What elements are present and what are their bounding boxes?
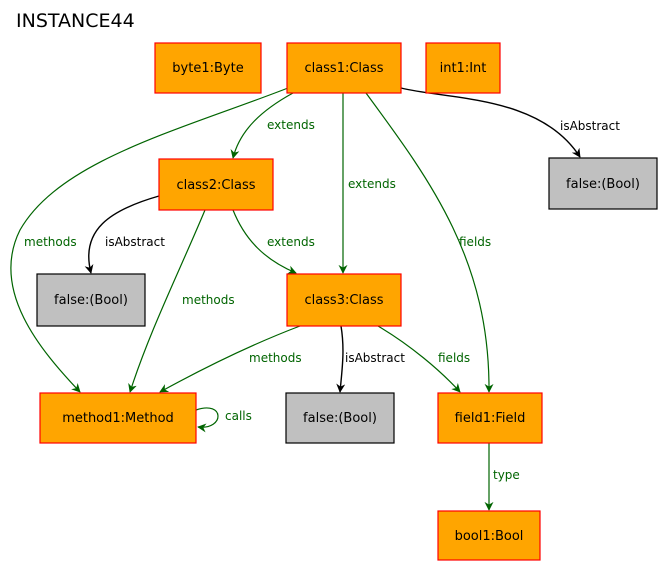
edge-class1-false1-isabstract: isAbstract bbox=[400, 87, 620, 158]
node-label: bool1:Bool bbox=[455, 529, 524, 544]
edge-label: extends bbox=[348, 177, 396, 191]
edge-label: methods bbox=[249, 351, 302, 365]
edge-class1-class3-extends: extends bbox=[338, 93, 396, 274]
edge-label: type bbox=[493, 468, 520, 482]
node-class1[interactable]: class1:Class bbox=[286, 42, 402, 94]
nodes: byte1:Byte class1:Class int1:Int false:(… bbox=[36, 42, 658, 561]
edge-label: calls bbox=[225, 409, 252, 423]
edges: extends extends isAbstract fields method… bbox=[10, 87, 620, 511]
node-false3[interactable]: false:(Bool) bbox=[285, 392, 395, 444]
edge-class3-field1-fields: fields bbox=[377, 325, 470, 393]
edge-label: methods bbox=[182, 293, 235, 307]
edge-label: fields bbox=[438, 351, 470, 365]
node-label: false:(Bool) bbox=[566, 177, 640, 192]
node-label: class2:Class bbox=[176, 178, 255, 193]
edge-label: isAbstract bbox=[560, 119, 620, 133]
node-label: int1:Int bbox=[440, 61, 487, 76]
edge-class2-false2-isabstract: isAbstract bbox=[84, 195, 165, 274]
node-label: false:(Bool) bbox=[54, 293, 128, 308]
node-label: method1:Method bbox=[62, 411, 174, 426]
edge-label: isAbstract bbox=[105, 235, 165, 249]
node-bool1[interactable]: bool1:Bool bbox=[437, 510, 541, 561]
edge-class2-method1-methods: methods bbox=[128, 209, 235, 393]
edge-class2-class3-extends: extends bbox=[232, 209, 315, 275]
edge-label: fields bbox=[459, 235, 491, 249]
edge-class3-method1-methods: methods bbox=[159, 325, 302, 393]
diagram-title: INSTANCE44 bbox=[16, 10, 135, 32]
node-label: class1:Class bbox=[304, 61, 383, 76]
node-false1[interactable]: false:(Bool) bbox=[548, 157, 658, 210]
edge-label: methods bbox=[24, 235, 77, 249]
node-method1[interactable]: method1:Method bbox=[39, 392, 197, 444]
node-field1[interactable]: field1:Field bbox=[437, 392, 543, 444]
node-false2[interactable]: false:(Bool) bbox=[36, 273, 146, 327]
node-label: class3:Class bbox=[304, 293, 383, 308]
edge-method1-self-calls: calls bbox=[195, 407, 252, 433]
edge-class1-field1-fields: fields bbox=[365, 92, 494, 393]
edge-label: extends bbox=[267, 118, 315, 132]
node-class3[interactable]: class3:Class bbox=[286, 273, 402, 327]
edge-class1-method1-methods: methods bbox=[10, 87, 289, 393]
node-byte1[interactable]: byte1:Byte bbox=[154, 42, 262, 94]
node-label: field1:Field bbox=[455, 411, 526, 426]
node-label: false:(Bool) bbox=[303, 411, 377, 426]
node-label: byte1:Byte bbox=[172, 61, 243, 76]
edge-class1-class2-extends: extends bbox=[230, 92, 315, 159]
edge-class3-false3-isabstract: isAbstract bbox=[336, 325, 405, 393]
edge-field1-bool1-type: type bbox=[484, 443, 520, 511]
edge-label: isAbstract bbox=[345, 351, 405, 365]
node-int1[interactable]: int1:Int bbox=[425, 42, 501, 94]
edge-label: extends bbox=[267, 235, 315, 249]
node-class2[interactable]: class2:Class bbox=[158, 158, 274, 211]
